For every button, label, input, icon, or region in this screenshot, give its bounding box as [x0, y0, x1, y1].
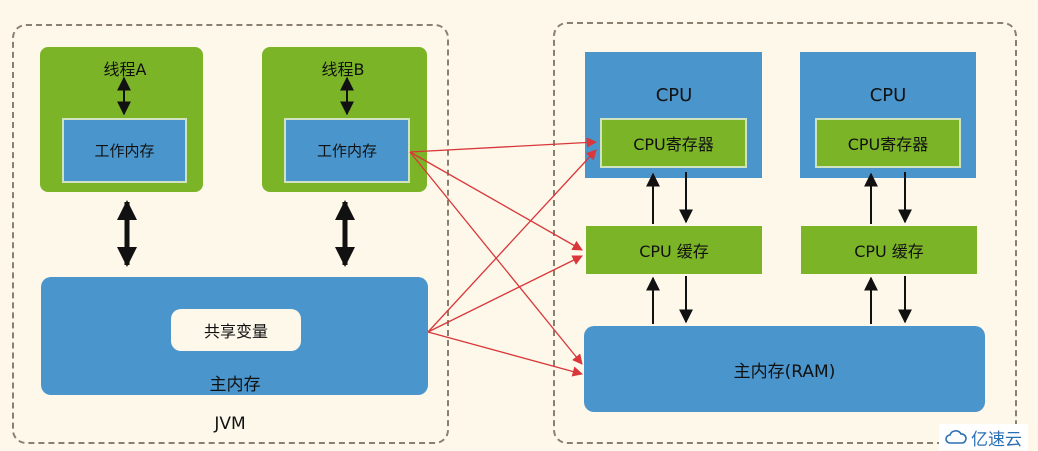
thread-a-work-memory: 工作内存	[62, 118, 187, 183]
cpu-left-cache: CPU 缓存	[586, 226, 762, 274]
ram-box: 主内存(RAM)	[584, 326, 985, 412]
jvm-label: JVM	[214, 414, 246, 434]
cpu-right-label: CPU	[869, 85, 907, 106]
cpu-right-cache: CPU 缓存	[801, 226, 977, 274]
hardware-container	[553, 22, 1017, 444]
jvm-container	[12, 24, 449, 444]
main-memory-to-cache-arrow	[427, 255, 583, 333]
thread-a-work-memory-label: 工作内存	[94, 142, 155, 160]
cpu-right-registers: CPU寄存器	[815, 118, 961, 168]
shared-variable-label: 共享变量	[203, 322, 268, 341]
thread-b-title: 线程B	[321, 60, 365, 79]
cloud-logo-icon	[945, 430, 967, 444]
watermark-text: 亿速云	[971, 429, 1022, 450]
cpu-left-registers: CPU寄存器	[600, 118, 747, 168]
cpu-left-cache-label: CPU 缓存	[639, 242, 709, 261]
thread-b-work-memory: 工作内存	[284, 118, 410, 183]
watermark: 亿速云	[939, 424, 1028, 450]
jvm-main-memory-label: 主内存	[209, 375, 261, 395]
work-memory-to-cache-arrow	[409, 151, 583, 251]
main-memory-to-register-arrow	[427, 149, 597, 333]
cpu-left-label: CPU	[655, 85, 693, 106]
work-memory-to-register-arrow	[409, 137, 598, 153]
thread-b-work-memory-label: 工作内存	[316, 142, 377, 160]
ram-label: 主内存(RAM)	[733, 361, 836, 382]
shared-variable-box: 共享变量	[171, 309, 301, 351]
cpu-left-registers-label: CPU寄存器	[633, 135, 714, 154]
cpu-right-cache-label: CPU 缓存	[854, 242, 924, 261]
main-memory-to-ram-arrow	[427, 331, 584, 377]
cpu-right-registers-label: CPU寄存器	[847, 135, 929, 154]
thread-a-title: 线程A	[103, 60, 147, 79]
